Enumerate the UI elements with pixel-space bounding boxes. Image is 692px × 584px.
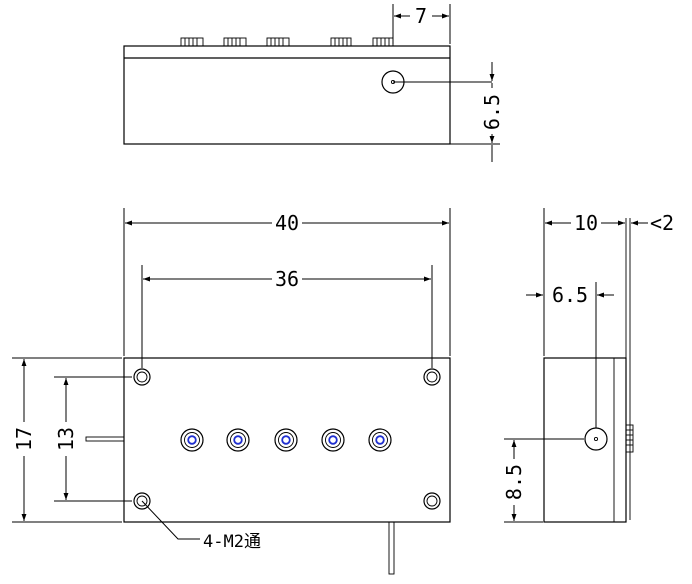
dim-6.5-label: 6.5 — [480, 94, 504, 130]
front-connector-4 — [321, 428, 345, 452]
side-view-port-center — [593, 436, 599, 442]
side-connector-stack — [625, 424, 634, 453]
bottom-pin — [388, 521, 395, 575]
top-connectors — [180, 37, 394, 47]
side-view: 10 <2 6.5 8.5 — [502, 208, 674, 523]
hole-note-leader — [141, 500, 200, 540]
dim-40-label: 40 — [275, 211, 299, 235]
top-connector-5 — [372, 37, 394, 47]
front-view-body — [123, 357, 451, 523]
top-connector-2 — [223, 37, 247, 47]
top-view-body — [123, 45, 451, 145]
dim-side-6.5-label: 6.5 — [552, 283, 588, 307]
front-connector-1 — [180, 428, 204, 452]
dim-10-label: 10 — [574, 211, 598, 235]
mounting-hole-tr — [423, 368, 441, 386]
front-view: 40 36 17 13 4-M2通 — [12, 208, 451, 575]
mounting-hole-br — [423, 492, 441, 510]
dim-36-label: 36 — [275, 267, 299, 291]
front-connector-3 — [274, 428, 298, 452]
dim-lead-label: <2 — [650, 211, 674, 235]
side-view-port-circle — [584, 427, 608, 451]
mounting-hole-bl — [133, 492, 151, 510]
front-connector-5 — [368, 428, 392, 452]
mounting-holes — [133, 368, 441, 510]
dim-7-label: 7 — [415, 4, 427, 28]
left-pin — [85, 436, 125, 442]
top-connector-3 — [266, 37, 290, 47]
front-connectors — [180, 428, 392, 452]
mounting-hole-tl — [133, 368, 151, 386]
dim-8.5-label: 8.5 — [502, 464, 526, 500]
dim-13-label: 13 — [54, 427, 78, 451]
front-connector-2 — [226, 428, 250, 452]
top-connector-4 — [330, 37, 352, 47]
hole-note-label: 4-M2通 — [203, 532, 261, 552]
top-connector-1 — [180, 37, 204, 47]
dim-17-label: 17 — [12, 427, 36, 451]
top-view: 7 6.5 — [123, 4, 504, 162]
